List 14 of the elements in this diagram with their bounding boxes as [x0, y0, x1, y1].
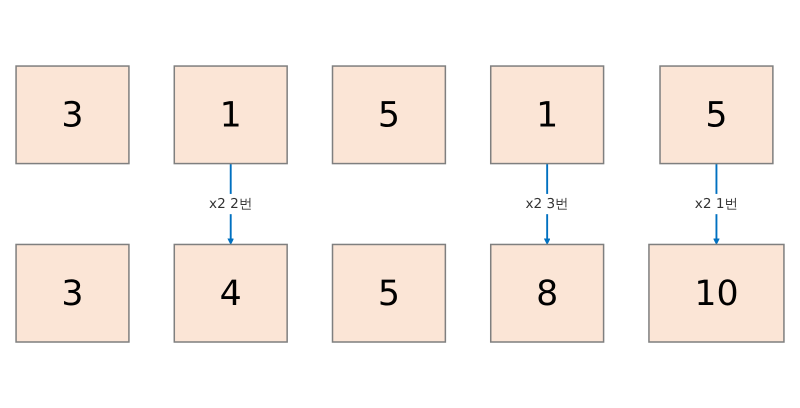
node-box — [648, 244, 785, 343]
node-box — [659, 65, 774, 164]
edge-label: x2 1번 — [694, 196, 738, 212]
node-box — [15, 244, 130, 343]
node-box — [490, 244, 604, 343]
node-box — [174, 65, 288, 164]
node-box — [174, 244, 288, 343]
node-box — [332, 65, 446, 164]
node-box — [332, 244, 446, 343]
node-box — [15, 65, 130, 164]
edge-label: x2 3번 — [526, 196, 569, 212]
diagram: x2 2번 x2 3번 x2 1번 3 1 5 1 5 3 4 5 8 10 — [10, 60, 790, 348]
edge-label: x2 2번 — [209, 196, 252, 212]
node-box — [490, 65, 604, 164]
